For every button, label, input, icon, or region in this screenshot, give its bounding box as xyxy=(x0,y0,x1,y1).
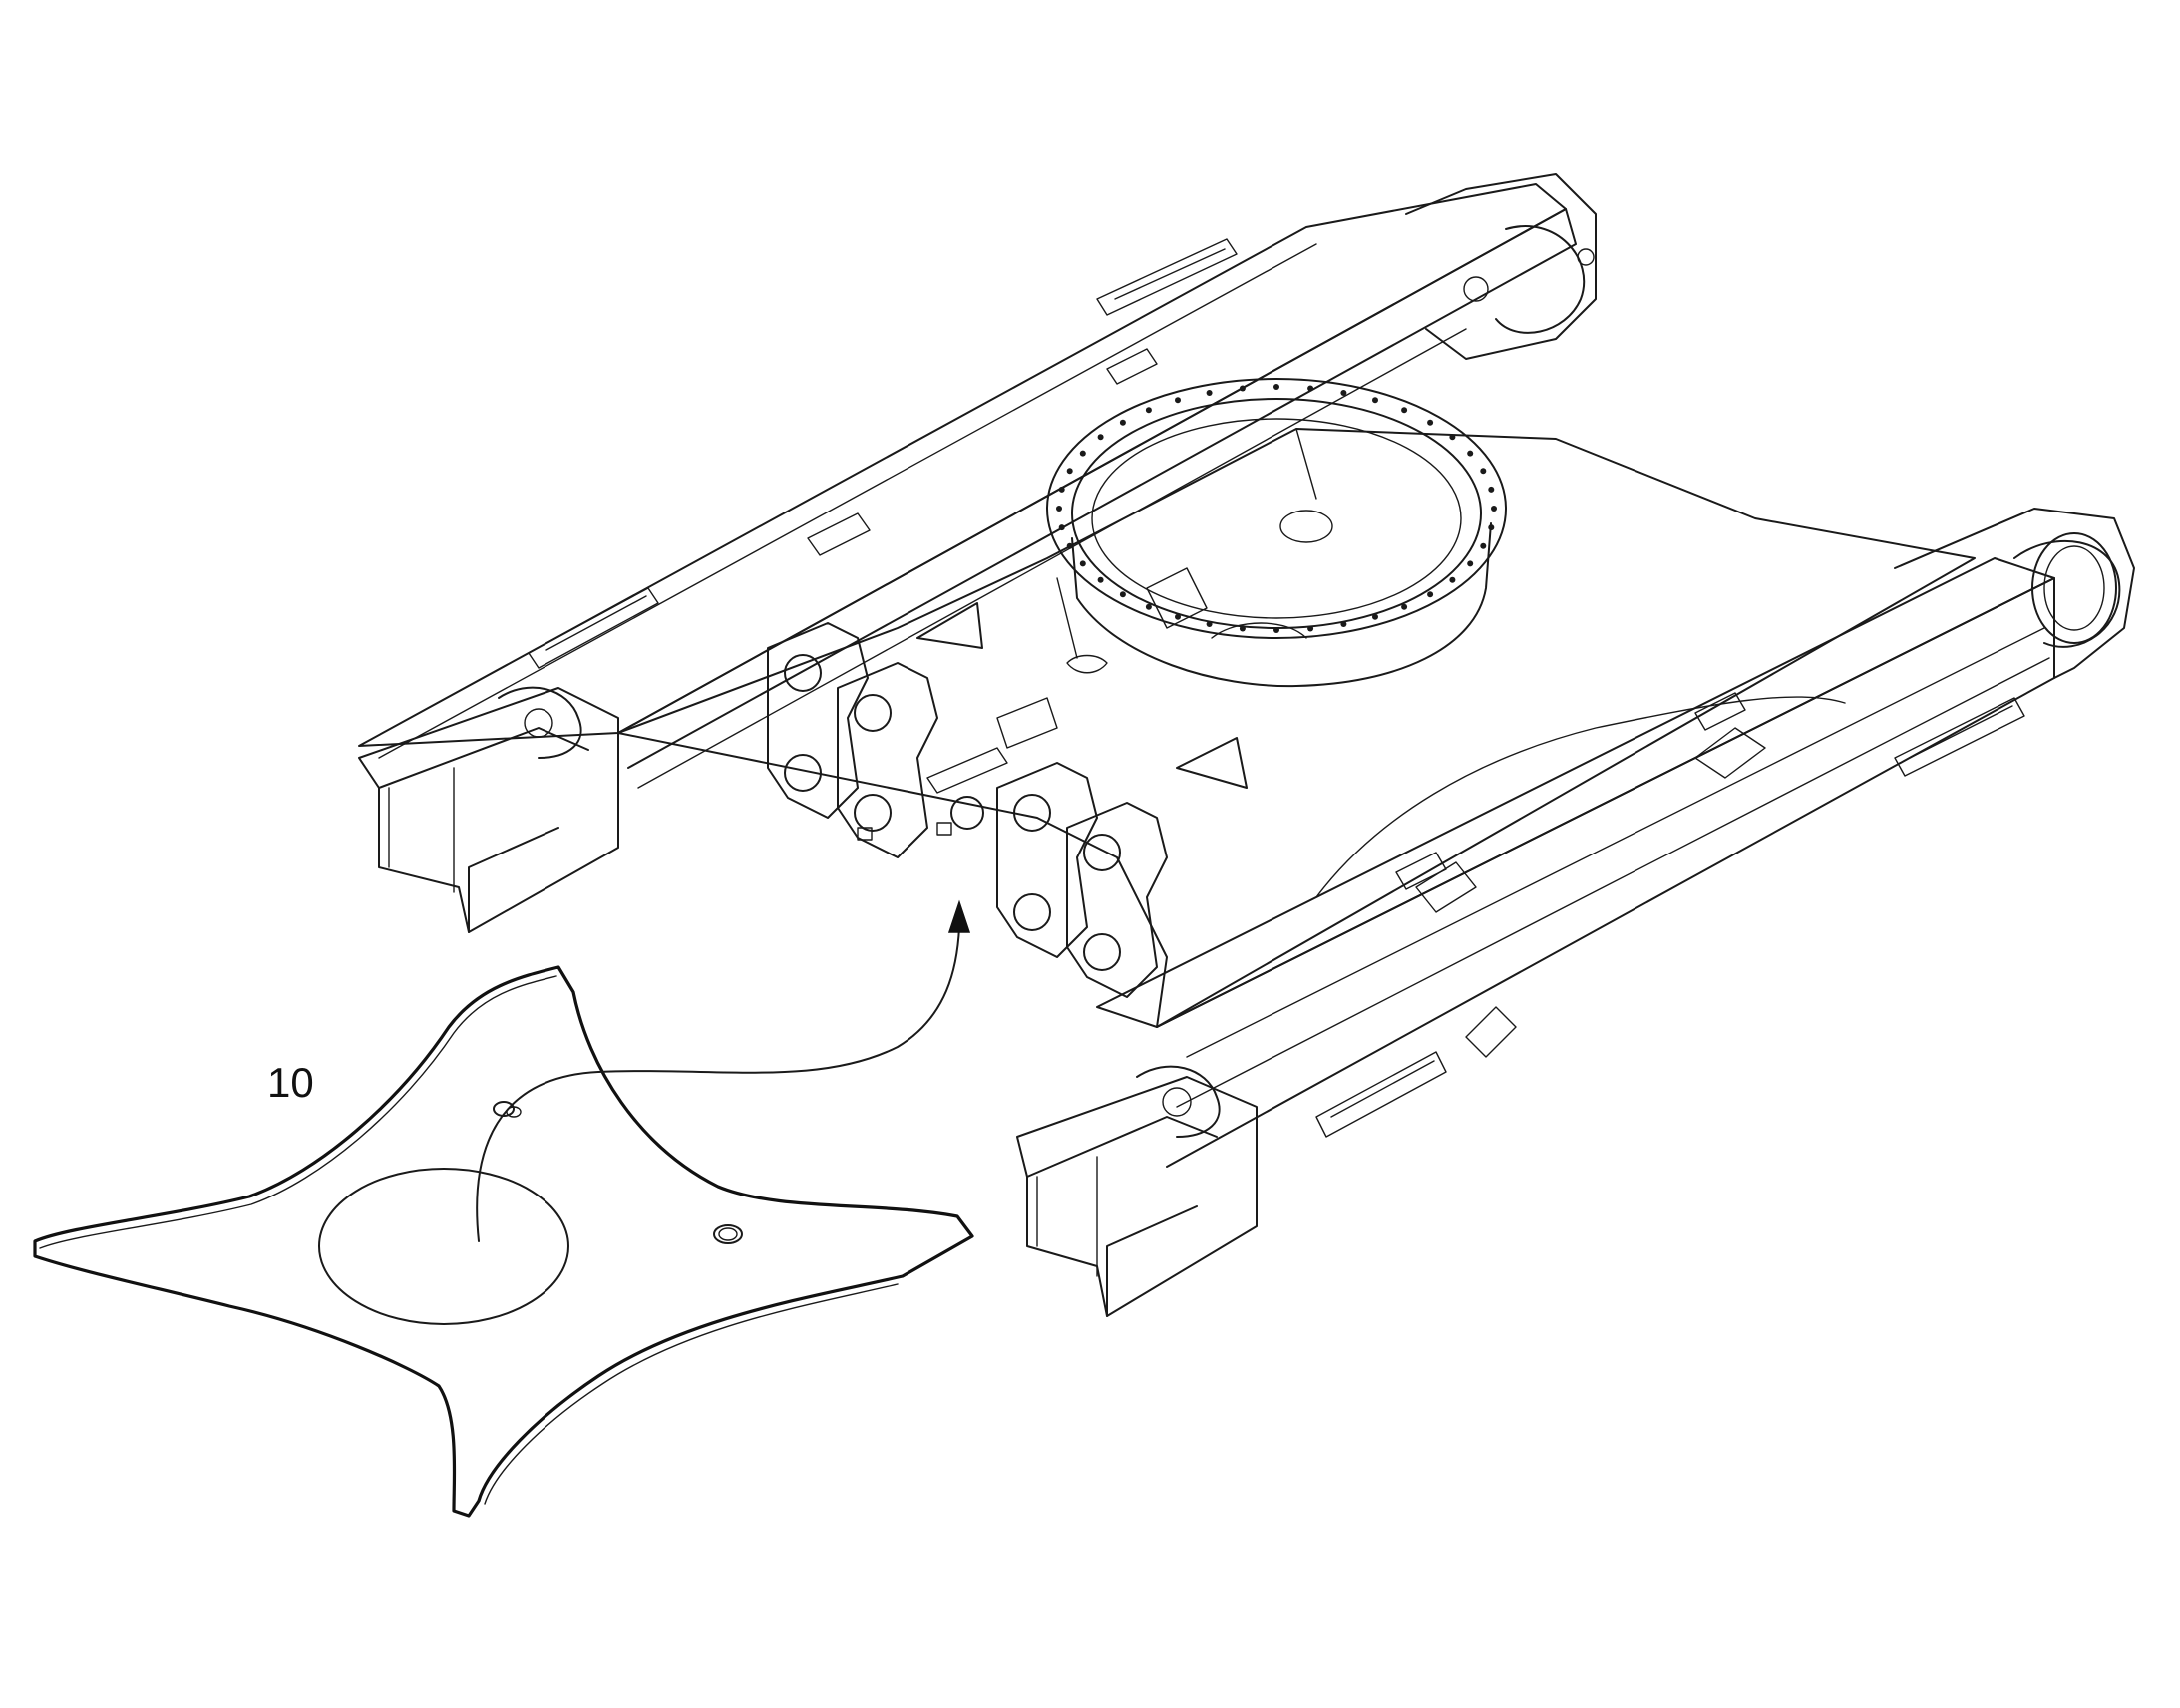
bearing-bolt xyxy=(1206,390,1213,396)
bearing-bolt xyxy=(1097,434,1104,441)
right-track-frame xyxy=(1096,508,2135,1168)
bearing-bolt xyxy=(1145,603,1152,610)
bearing-bolt xyxy=(1449,576,1456,583)
left-track-frame xyxy=(358,173,1597,789)
swing-bearing-ring xyxy=(1046,378,1507,688)
bearing-bolt xyxy=(1175,613,1181,620)
right-rail-front-end xyxy=(1016,1065,1258,1317)
bearing-bolt xyxy=(1206,621,1213,627)
bearing-bolt xyxy=(1401,603,1408,610)
bearing-bolt xyxy=(1145,407,1152,414)
bearing-bolt xyxy=(1307,625,1314,632)
bearing-bolt xyxy=(1239,385,1246,392)
bearing-bolt xyxy=(1449,434,1456,441)
bearing-bolt xyxy=(1340,621,1347,627)
bolt-circle xyxy=(1056,384,1497,633)
bearing-bolt xyxy=(1119,591,1126,598)
bearing-bolt xyxy=(1372,397,1378,404)
leader-arrow xyxy=(476,899,971,1242)
bearing-bolt xyxy=(1480,542,1487,549)
bearing-bolt xyxy=(1467,450,1474,457)
bearing-bolt xyxy=(1239,625,1246,632)
bearing-bolt xyxy=(1058,486,1065,493)
undercarriage-frame xyxy=(358,173,2135,1317)
bearing-bolt xyxy=(1175,397,1181,404)
left-rail-front-end xyxy=(358,686,619,933)
bearing-bolt xyxy=(1340,390,1347,396)
bearing-bolt xyxy=(1119,419,1126,426)
center-car-body xyxy=(617,428,1976,1028)
bearing-bolt xyxy=(1056,506,1062,512)
bearing-bolt xyxy=(1427,419,1434,426)
bearing-bolt xyxy=(1273,384,1279,390)
bearing-bolt xyxy=(1401,407,1408,414)
bearing-bolt xyxy=(1467,560,1474,567)
bearing-bolt xyxy=(1058,524,1065,531)
bearing-bolt xyxy=(1066,468,1073,475)
bearing-bolt xyxy=(1488,524,1495,531)
bearing-bolt xyxy=(1427,591,1434,598)
blade-mount-brackets xyxy=(767,622,1168,998)
bearing-bolt xyxy=(1097,576,1104,583)
bearing-bolt xyxy=(1307,385,1314,392)
bearing-bolt xyxy=(1079,560,1086,567)
bearing-bolt xyxy=(1480,468,1487,475)
bearing-bolt xyxy=(1488,486,1495,493)
callout-label-10: 10 xyxy=(267,1059,314,1106)
bearing-bolt xyxy=(1491,506,1497,512)
bearing-bolt xyxy=(1079,450,1086,457)
bearing-bolt xyxy=(1273,627,1279,633)
plate-part-10 xyxy=(33,965,974,1518)
bearing-bolt xyxy=(1066,542,1073,549)
bearing-bolt xyxy=(1372,613,1378,620)
